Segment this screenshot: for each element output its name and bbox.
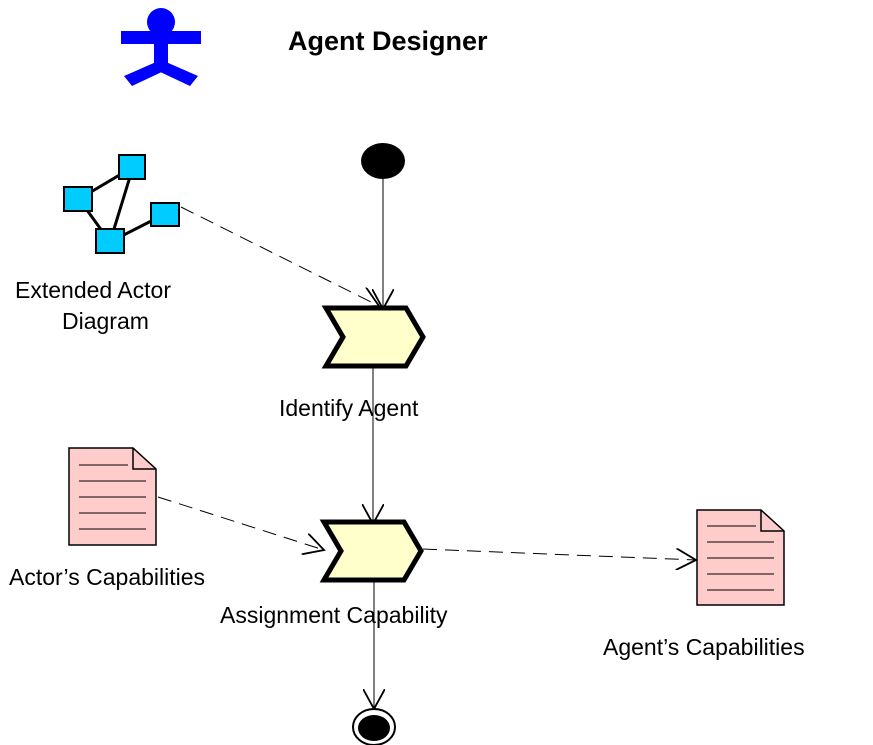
assignment-capability-activity <box>319 519 424 583</box>
dependency-assignment-to-agents <box>422 549 696 560</box>
agents-capabilities-document-icon <box>696 509 785 606</box>
assignment-capability-label: Assignment Capability <box>220 602 448 628</box>
dependency-actors-to-assignment <box>157 496 324 550</box>
actors-capabilities-label: Actor’s Capabilities <box>9 564 205 590</box>
final-node <box>352 708 396 745</box>
agents-capabilities-label: Agent’s Capabilities <box>603 634 805 660</box>
extended-actor-diagram-label-2: Diagram <box>62 308 149 334</box>
identify-agent-label: Identify Agent <box>279 395 419 421</box>
dependency-diagram-to-identify <box>180 206 379 306</box>
network-diagram-icon <box>63 154 180 254</box>
actor-icon <box>121 8 201 86</box>
actors-capabilities-document-icon <box>68 447 157 546</box>
initial-node <box>361 143 405 179</box>
identify-agent-activity <box>321 305 426 369</box>
page-title: Agent Designer <box>288 26 488 56</box>
extended-actor-diagram-label-1: Extended Actor <box>15 277 171 303</box>
